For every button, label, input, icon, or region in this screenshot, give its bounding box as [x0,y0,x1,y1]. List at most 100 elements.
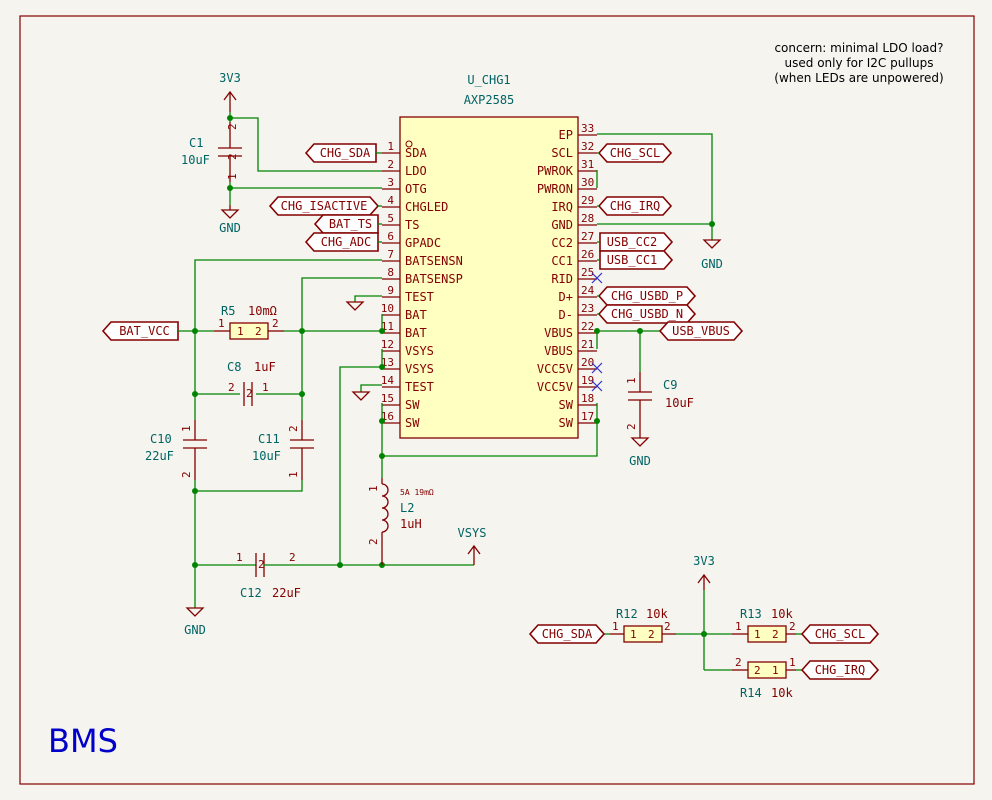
label-usb-vbus-text: USB_VBUS [672,324,730,338]
ic-pin-20: 20 VCC5V [537,356,597,376]
ic-pin-number: 6 [387,230,394,243]
capacitor-c8[interactable]: 2 1 2 C8 1uF [227,360,276,406]
label-chg-scl[interactable]: CHG_SCL [597,143,673,163]
label-chg-usbd-n-text: CHG_USBD_N [611,307,683,321]
svg-text:1: 1 [287,471,300,478]
ic-pin-number: 30 [581,176,594,189]
svg-text:1: 1 [754,628,761,641]
resistor-r14[interactable]: 2 1 2 1 R14 10k [732,656,796,700]
capacitor-c12[interactable]: 1 2 2 C12 22uF [236,551,301,600]
label-usb-vbus[interactable]: USB_VBUS [658,321,744,341]
svg-text:1: 1 [367,485,380,492]
ic-pin-number: 26 [581,248,594,261]
ic-pin-number: 3 [387,176,394,189]
label-chg-usbd-n[interactable]: CHG_USBD_N [597,304,697,324]
label-chg-isactive[interactable]: CHG_ISACTIVE [268,196,380,216]
label-usb-cc2[interactable]: USB_CC2 [599,232,674,252]
power-3v3-top: 3V3 [219,71,241,112]
r13-ref: R13 [740,607,762,621]
c12-ref: C12 [240,586,262,600]
ic-pin-name: BATSENSP [405,272,463,286]
ic-pin-number: 17 [581,410,594,423]
resistor-r12[interactable]: 1 2 1 2 R12 10k [610,607,676,643]
c1-value: 10uF [181,153,210,167]
ic-pin-number: 19 [581,374,594,387]
r12-ref: R12 [616,607,638,621]
resistor-r13[interactable]: 1 2 1 2 R13 10k [732,607,796,643]
no-connect-markers [591,272,603,392]
svg-text:2: 2 [287,425,300,432]
svg-text:1: 1 [218,317,225,330]
ic-pin-name: VBUS [544,344,573,358]
l2-note: 5A 19mΩ [400,488,434,497]
capacitor-c10[interactable]: 1 2 C10 22uF [145,420,207,480]
label-chg-irq-pullup[interactable]: CHG_IRQ [800,660,880,680]
ic-pin-name: SW [405,416,420,430]
svg-text:GND: GND [629,454,651,468]
gnd-c9: GND [629,437,651,468]
inductor-l2[interactable]: 1 2 5A 19mΩ L2 1uH [367,478,434,565]
r13-value: 10k [771,607,793,621]
ic-pin-name: VSYS [405,362,434,376]
ic-pin-23: 23D- [559,302,597,322]
ic-pin-name: BATSENSN [405,254,463,268]
svg-text:1: 1 [630,628,637,641]
pullup-net-labels: CHG_SDA CHG_SCL CHG_IRQ [528,624,880,680]
svg-text:GND: GND [219,221,241,235]
label-usb-cc1-text: USB_CC1 [607,253,658,267]
label-chg-sda[interactable]: CHG_SDA [304,143,377,163]
svg-text:GND: GND [184,623,206,637]
svg-text:1: 1 [226,173,239,180]
ic-pin-number: 4 [387,194,394,207]
label-chg-usbd-p[interactable]: CHG_USBD_P [597,286,697,306]
gnd-c1: GND [219,205,241,235]
ic-pin-name: VCC5V [537,362,573,376]
label-usb-cc1[interactable]: USB_CC1 [599,250,674,270]
ic-body [399,116,579,439]
label-chg-adc[interactable]: CHG_ADC [304,232,379,252]
label-usb-cc2-text: USB_CC2 [607,235,658,249]
label-chg-irq[interactable]: CHG_IRQ [597,196,673,216]
svg-text:VSYS: VSYS [458,526,487,540]
label-chg-scl-pullup-text: CHG_SCL [815,627,866,641]
svg-text:2: 2 [735,656,742,669]
ic-pin-number: 18 [581,392,594,405]
pin1-marker [405,140,413,148]
label-bat-vcc[interactable]: BAT_VCC [101,321,179,341]
resistor-r5[interactable]: 1 2 1 2 R5 10mΩ [214,304,284,340]
ic-pin-name: PWRON [537,182,573,196]
ic-ref: U_CHG1 [467,73,510,87]
svg-text:2: 2 [226,123,239,130]
ic-pin-name: BAT [405,308,427,322]
l2-ref: L2 [400,501,414,515]
ic-pin-number: 14 [381,374,395,387]
c10-value: 22uF [145,449,174,463]
ic-pin-number: 20 [581,356,594,369]
label-chg-sda-pullup[interactable]: CHG_SDA [528,624,606,644]
capacitor-c1[interactable]: 2 1 2 C1 10uF [181,122,242,182]
ic-pin-name: CC2 [551,236,573,250]
ic-pin-name: GPADC [405,236,441,250]
c9-ref: C9 [663,378,677,392]
ic-pin-name: TS [405,218,419,232]
label-bat-ts[interactable]: BAT_TS [313,214,379,234]
capacitor-c11[interactable]: 2 1 C11 10uF [252,420,314,480]
label-chg-scl-pullup[interactable]: CHG_SCL [800,624,880,644]
gnd-bottom-left: GND [184,607,206,637]
capacitor-c9[interactable]: 1 2 C9 10uF [625,372,694,438]
ic-pin-name: VSYS [405,344,434,358]
